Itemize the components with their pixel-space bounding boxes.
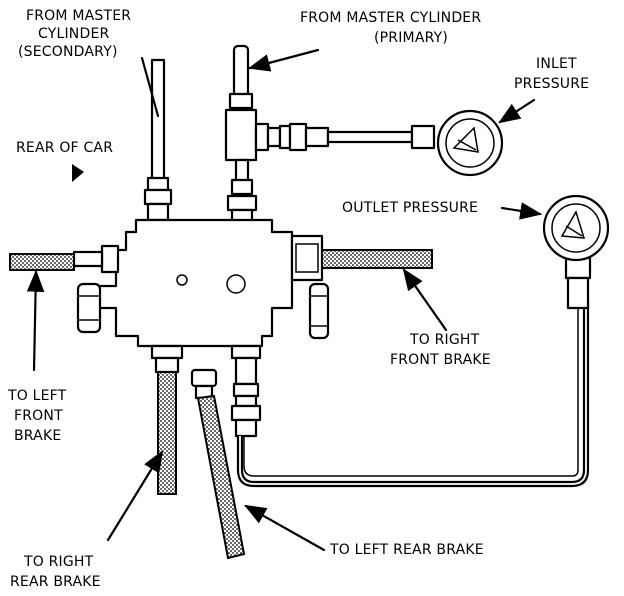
label-secondary-1: FROM MASTER (26, 8, 131, 24)
label-right-rear-2: REAR BRAKE (10, 574, 101, 590)
outlet-gauge-hose (230, 256, 592, 488)
label-right-front-2: FRONT BRAKE (390, 352, 491, 368)
secondary-master-line (143, 58, 173, 222)
label-primary-1: FROM MASTER CYLINDER (300, 10, 481, 26)
leader-lines (26, 48, 543, 552)
primary-master-line (224, 44, 436, 224)
left-front-line (9, 253, 75, 271)
label-rear-of-car: REAR OF CAR (16, 140, 113, 156)
label-left-front-3: BRAKE (14, 428, 61, 444)
label-secondary-3: (SECONDARY) (18, 44, 118, 60)
label-left-front-1: TO LEFT (7, 388, 67, 404)
label-secondary-2: CYLINDER (38, 26, 110, 42)
rear-of-car-arrow (72, 164, 84, 182)
inlet-gauge (436, 109, 504, 177)
right-rear-line (157, 371, 177, 495)
label-right-rear-1: TO RIGHT (23, 554, 94, 570)
label-inlet-2: PRESSURE (514, 76, 589, 92)
label-outlet: OUTLET PRESSURE (342, 200, 478, 216)
label-inlet-1: INLET (536, 56, 577, 72)
right-front-line (321, 249, 433, 269)
label-right-front-1: TO RIGHT (409, 332, 480, 348)
label-left-front-2: FRONT (14, 408, 63, 424)
proportioning-valve-body (72, 218, 330, 386)
label-left-rear: TO LEFT REAR BRAKE (329, 542, 484, 558)
label-primary-2: (PRIMARY) (374, 30, 448, 46)
left-rear-line (190, 368, 246, 560)
outlet-gauge (542, 194, 610, 262)
